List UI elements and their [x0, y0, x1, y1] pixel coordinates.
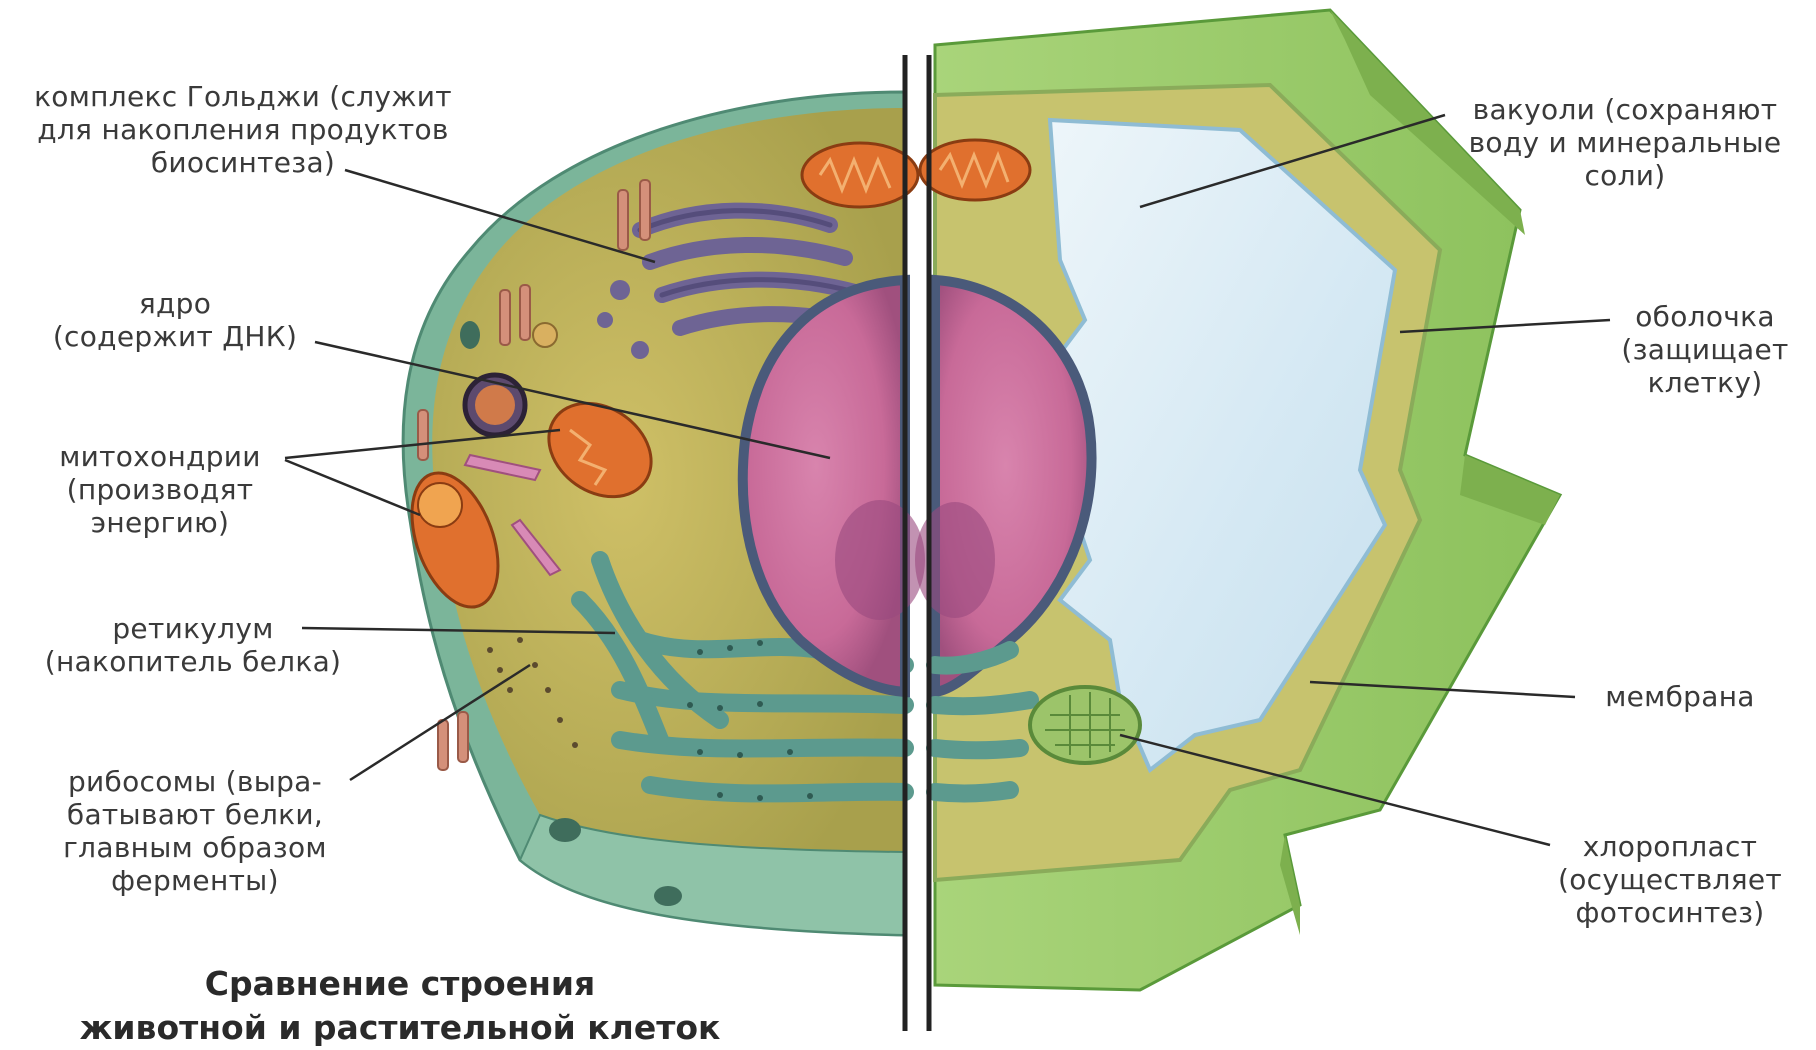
label-ribosomes: рибосомы (выра- батывают белки, главным …: [30, 765, 360, 897]
label-mitochondria: митохондрии (производят энергию): [35, 440, 285, 539]
label-golgi: комплекс Гольджи (служит для накопления …: [8, 80, 478, 179]
animal-cell: [395, 92, 925, 935]
leader-mitochondria-2: [285, 460, 420, 515]
label-cell-wall: оболочка (защищает клетку): [1605, 300, 1805, 399]
label-reticulum: ретикулум (накопитель белка): [28, 612, 358, 678]
diagram-caption: Сравнение строения животной и растительн…: [60, 962, 740, 1050]
membrane-pore: [654, 886, 682, 906]
label-nucleus: ядро (содержит ДНК): [30, 287, 320, 353]
membrane-pore: [460, 321, 480, 349]
label-chloroplast: хлоропласт (осуществляет фотосинтез): [1530, 830, 1810, 929]
label-vacuoles: вакуоли (сохраняют воду и минеральные со…: [1440, 93, 1810, 192]
membrane-pore: [549, 818, 581, 842]
mitochondrion: [920, 140, 1030, 200]
chloroplast: [1030, 687, 1140, 763]
label-membrane: мембрана: [1580, 680, 1780, 713]
mitochondrion: [802, 143, 918, 207]
